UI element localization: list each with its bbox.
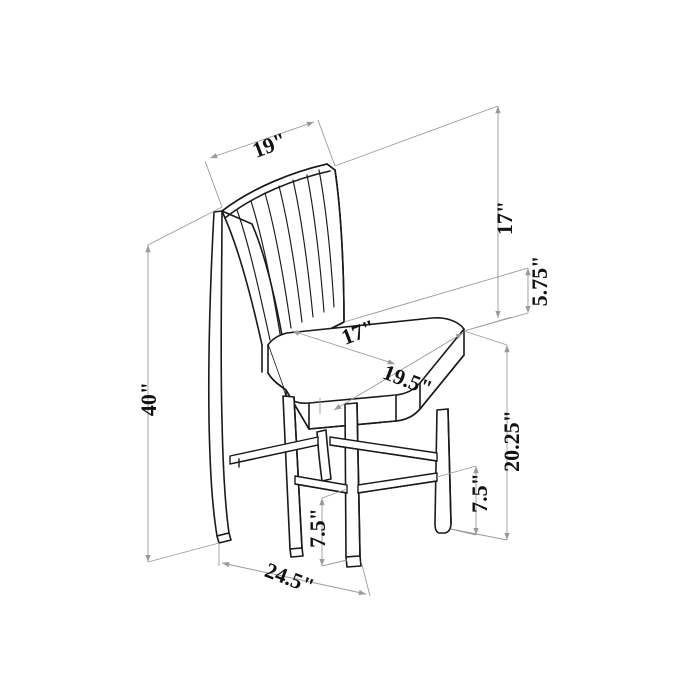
rear-right-leg [434, 408, 452, 534]
dim-label-seat-width: 19.5" [380, 359, 436, 401]
dim-label-back-height: 17" [492, 201, 517, 235]
back-channel-lines [236, 169, 335, 341]
dim-label-footrest-right: 7.5" [467, 473, 492, 513]
dim-label-seat-height: 20.25" [499, 410, 524, 472]
rear-left-leg [208, 210, 232, 544]
dim-label-back-gap: 5.75" [527, 256, 552, 307]
front-left-leg [282, 395, 304, 558]
stretcher-frame [229, 436, 438, 494]
dim-label-footrest-front: 7.5" [305, 508, 330, 548]
dim-overall-height [145, 206, 223, 563]
rear-left-inner-leg [316, 429, 332, 482]
dim-footrest-right [436, 465, 479, 536]
dim-back-width [204, 119, 336, 208]
dim-label-back-width: 19" [249, 127, 290, 163]
dim-label-overall-depth: 24.5" [262, 557, 318, 599]
dim-seat-width [319, 332, 464, 414]
dim-back-gap [343, 267, 531, 332]
dim-label-overall-height: 40" [136, 382, 161, 416]
dim-label-seat-depth: 17" [338, 314, 379, 350]
dim-overall-depth [218, 543, 371, 597]
